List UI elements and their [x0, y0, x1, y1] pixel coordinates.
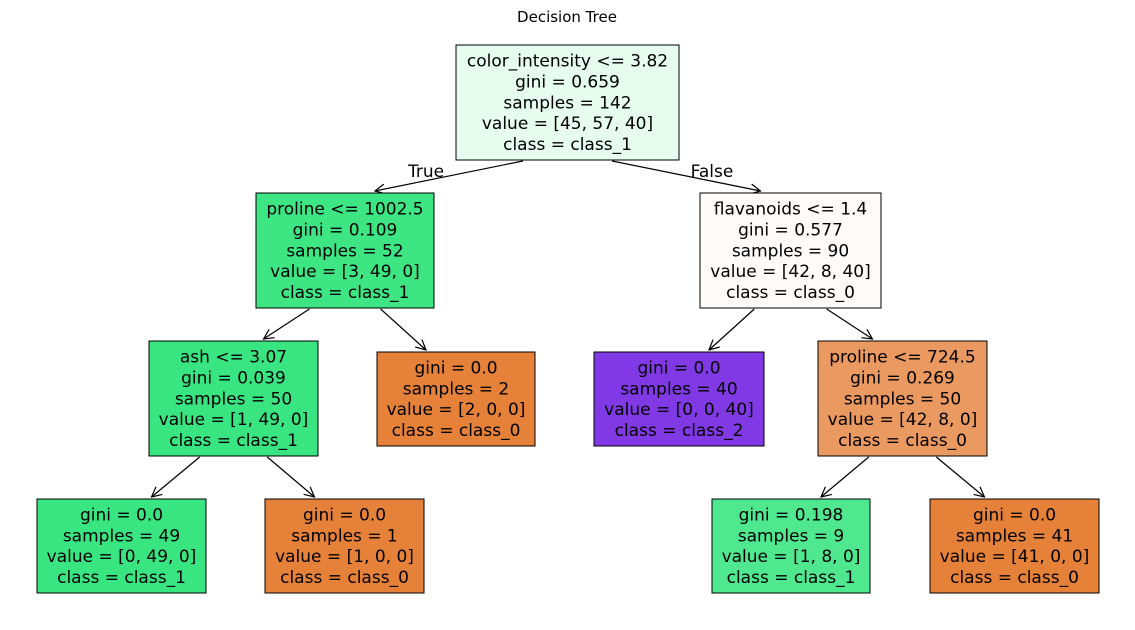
node-line: class = class_1 [281, 283, 410, 303]
tree-edge-n2-n4 [266, 456, 314, 497]
node-line: gini = 0.0 [973, 506, 1056, 526]
tree-edge-n0-n6 [611, 160, 760, 191]
node-line: value = [42, 8, 0] [828, 410, 978, 430]
node-box [711, 498, 871, 594]
node-line: gini = 0.577 [738, 221, 843, 241]
node-line: class = class_0 [726, 283, 855, 303]
tree-edge-n0-n1 [375, 160, 524, 191]
node-line: class = class_1 [169, 431, 298, 451]
node-box [376, 351, 536, 447]
node-line: ash <= 3.07 [180, 348, 287, 368]
node-line: value = [2, 0, 0] [387, 400, 526, 420]
node-line: value = [3, 49, 0] [270, 262, 420, 282]
tree-edge-n2-n3 [152, 456, 201, 497]
node-line: class = class_0 [392, 421, 521, 441]
tree-edge-n6-n7 [709, 308, 755, 350]
node-line: gini = 0.109 [293, 221, 398, 241]
node-line: samples = 52 [286, 241, 403, 261]
node-line: class = class_2 [615, 421, 744, 441]
node-line: gini = 0.0 [80, 506, 163, 526]
tree-edge-n1-n2 [264, 308, 310, 339]
node-box [36, 498, 207, 594]
node-line: value = [42, 8, 40] [710, 262, 870, 282]
node-line: gini = 0.039 [181, 369, 286, 389]
node-box [264, 498, 425, 594]
tree-edge-n8-n9 [821, 456, 870, 497]
node-line: samples = 49 [63, 526, 180, 546]
node-line: samples = 41 [956, 526, 1073, 546]
tree-edge-n1-n5 [380, 308, 426, 350]
node-line: gini = 0.0 [637, 359, 720, 379]
node-box [148, 340, 319, 457]
node-line: value = [0, 0, 40] [604, 400, 754, 420]
node-line: proline <= 1002.5 [266, 200, 423, 220]
node-box [455, 44, 680, 161]
tree-edge-n8-n10 [935, 456, 984, 497]
node-line: value = [0, 49, 0] [47, 547, 197, 567]
node-line: value = [1, 8, 0] [722, 547, 861, 567]
node-line: gini = 0.659 [515, 73, 620, 93]
node-line: samples = 142 [503, 93, 631, 113]
node-line: value = [1, 0, 0] [275, 547, 414, 567]
node-line: class = class_0 [838, 431, 967, 451]
node-line: proline <= 724.5 [829, 348, 975, 368]
node-box [593, 351, 765, 447]
node-line: samples = 50 [844, 389, 961, 409]
node-line: samples = 90 [732, 241, 849, 261]
node-line: class = class_1 [57, 568, 186, 588]
node-line: class = class_0 [280, 568, 409, 588]
node-line: gini = 0.0 [303, 506, 386, 526]
node-box [699, 192, 882, 309]
tree-edge-n6-n8 [826, 308, 873, 339]
node-line: samples = 9 [738, 526, 845, 546]
node-line: value = [41, 0, 0] [940, 547, 1090, 567]
node-line: gini = 0.269 [850, 369, 955, 389]
node-line: samples = 2 [403, 379, 510, 399]
edge-label-true: True [407, 162, 444, 182]
node-box [929, 498, 1100, 594]
node-line: samples = 50 [175, 389, 292, 409]
node-line: gini = 0.198 [739, 506, 844, 526]
tree-edges [152, 160, 985, 497]
node-line: samples = 40 [620, 379, 737, 399]
edge-label-false: False [691, 162, 734, 182]
node-line: samples = 1 [291, 526, 398, 546]
chart-title: Decision Tree [517, 8, 617, 26]
node-line: class = class_1 [727, 568, 856, 588]
node-line: class = class_0 [950, 568, 1079, 588]
node-line: value = [45, 57, 40] [482, 114, 653, 134]
node-line: class = class_1 [503, 135, 632, 155]
node-line: flavanoids <= 1.4 [714, 200, 867, 220]
node-box [817, 340, 988, 457]
node-line: value = [1, 49, 0] [159, 410, 309, 430]
node-line: color_intensity <= 3.82 [467, 52, 668, 72]
node-line: gini = 0.0 [414, 359, 497, 379]
node-box [255, 192, 435, 309]
